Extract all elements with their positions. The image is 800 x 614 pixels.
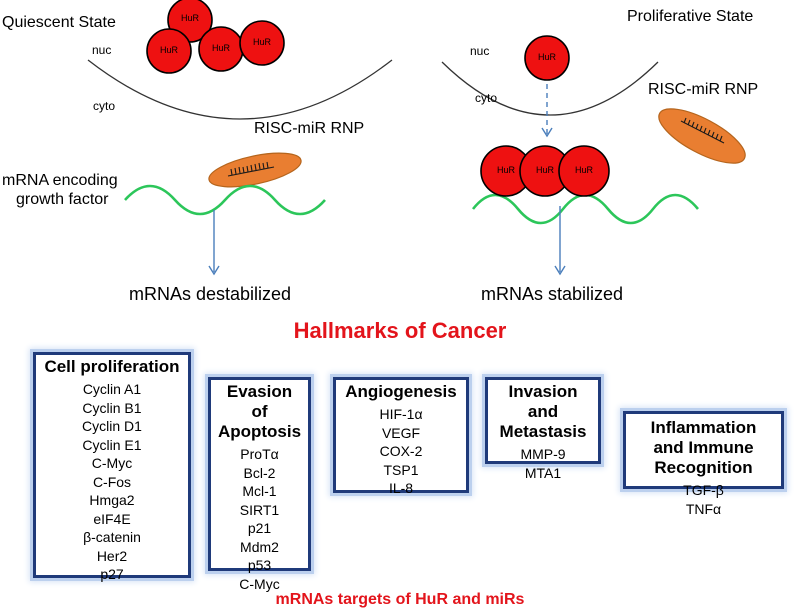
arrow-nuclear-export	[541, 84, 553, 138]
target-item: ProTα	[240, 446, 279, 462]
hur-label: HuR	[180, 13, 199, 23]
risc-mir-rnp-left	[208, 152, 302, 188]
hur-label: HuR	[159, 45, 178, 55]
target-item: p21	[247, 520, 272, 536]
pathway-diagram	[87, 0, 746, 276]
risc-label-left: RISC-miR RNP	[254, 120, 365, 137]
target-item: TNFα	[685, 500, 722, 517]
hur-protein	[558, 145, 610, 197]
target-item: p53	[247, 557, 272, 573]
hur-protein	[239, 20, 285, 66]
hur-label: HuR	[535, 165, 554, 175]
target-item: VEGF	[381, 424, 421, 441]
hur-protein-nucleus	[524, 35, 570, 81]
arrow-destabilized	[208, 210, 220, 276]
nuc-label-right: nuc	[470, 44, 490, 58]
hur-label: HuR	[252, 37, 271, 47]
target-item: COX-2	[379, 443, 423, 459]
box-title: Cell proliferation	[44, 357, 180, 376]
footer-caption: mRNAs targets of HuR and miRs	[275, 591, 525, 608]
hur-protein	[146, 28, 192, 74]
nuc-label-left: nuc	[92, 43, 112, 57]
target-item: p27	[100, 566, 124, 582]
target-item: IL-8	[388, 480, 414, 496]
box-title: Evasion of Apoptosis	[217, 382, 302, 441]
box-inflammation-and-immune-recognition: Inflammation and Immune Recognition TGF-…	[623, 411, 784, 517]
hur-cluster-proliferative	[480, 145, 610, 197]
box-title: Angiogenesis	[345, 382, 457, 401]
target-item: eIF4E	[93, 510, 131, 527]
mrna-strand-left	[124, 184, 326, 216]
target-item: MTA1	[524, 464, 562, 481]
hur-cluster-quiescent	[146, 0, 285, 74]
target-item: Cyclin A1	[82, 381, 142, 397]
hallmarks-title: Hallmarks of Cancer	[293, 318, 507, 343]
arrow-stabilized	[554, 206, 566, 276]
cyto-label-left: cyto	[93, 99, 116, 113]
mrna-label-line1: mRNA encoding	[2, 172, 118, 189]
target-item: Cyclin D1	[82, 418, 142, 434]
risc-mir-rnp-right	[658, 108, 746, 164]
mrnas-destabilized-label: mRNAs destabilized	[129, 284, 292, 304]
hur-label: HuR	[496, 165, 515, 175]
target-item: Cyclin B1	[82, 399, 142, 416]
target-item: MMP-9	[520, 446, 566, 462]
risc-label-right: RISC-miR RNP	[648, 81, 759, 98]
hur-label: HuR	[574, 165, 593, 175]
box-evasion-of-apoptosis: Evasion of Apoptosis ProTα Bcl-2 Mcl-1 S…	[208, 377, 311, 592]
box-angiogenesis: Angiogenesis HIF-1α VEGF COX-2 TSP1 IL-8	[333, 377, 469, 496]
target-item: HIF-1α	[379, 406, 423, 422]
target-item: Her2	[96, 547, 128, 564]
mrna-strand-right	[471, 193, 700, 225]
mrna-label-line2: growth factor	[16, 191, 109, 208]
cyto-label-right: cyto	[475, 91, 498, 105]
target-item: C-Fos	[92, 473, 132, 490]
proliferative-state-label: Proliferative State	[627, 8, 754, 25]
target-item: C-Myc	[91, 455, 133, 471]
target-item: Mdm2	[240, 538, 279, 555]
target-item: β-catenin	[83, 529, 141, 545]
box-title: Inflammation and Immune Recognition	[650, 418, 757, 477]
target-item: SIRT1	[239, 501, 280, 518]
box-invasion-and-metastasis: Invasion and Metastasis MMP-9 MTA1	[485, 377, 601, 481]
target-item: Hmga2	[89, 492, 135, 508]
target-item: Mcl-1	[242, 483, 277, 499]
hur-label: HuR	[537, 52, 556, 62]
quiescent-state-label: Quiescent State	[2, 14, 116, 31]
mrnas-stabilized-label: mRNAs stabilized	[481, 284, 624, 304]
target-item: Cyclin E1	[82, 436, 142, 453]
target-item: Bcl-2	[243, 464, 276, 481]
hur-label: HuR	[211, 43, 230, 53]
box-title: Invasion and Metastasis	[499, 382, 587, 441]
target-item: TSP1	[383, 461, 419, 478]
target-item: TGF-β	[683, 482, 724, 498]
nuclear-membrane-right	[441, 61, 659, 116]
nuclear-membrane-left	[87, 59, 393, 120]
box-cell-proliferation: Cell proliferation Cyclin A1 Cyclin B1 C…	[33, 352, 191, 582]
target-item: C-Myc	[239, 575, 280, 592]
